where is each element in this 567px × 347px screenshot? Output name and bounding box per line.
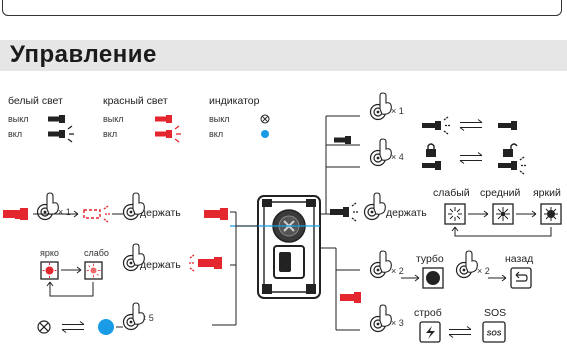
strong-label: яркий xyxy=(533,187,561,199)
section-title: Управление xyxy=(10,41,157,68)
right-swap4-arrows xyxy=(459,152,483,164)
previous-section-frame xyxy=(2,0,562,16)
turbo-click2-icon xyxy=(455,250,478,279)
right-white-on-icon xyxy=(422,116,450,135)
turbo-icon xyxy=(422,267,444,289)
strong-level-icon xyxy=(540,203,562,225)
right-white-off2-icon xyxy=(498,121,517,130)
turbo-label: турбо xyxy=(416,253,444,265)
bright-dim-loop-arrow xyxy=(49,282,94,297)
right-click1-icon xyxy=(369,92,392,121)
sos-label: SOS xyxy=(484,307,507,319)
right-white-off-icon xyxy=(334,136,351,144)
bright-label: ярко xyxy=(40,248,59,258)
left-hold-red-torch-icon xyxy=(204,208,228,220)
right-click2-icon xyxy=(369,250,392,279)
left-hold2-label: держать xyxy=(140,259,181,271)
left-hold2-icon xyxy=(122,243,145,272)
legend-white-on: вкл xyxy=(8,129,23,139)
left-click1-icon xyxy=(36,192,59,221)
left-hold-label: держать xyxy=(140,207,181,219)
legend-white-on-icon xyxy=(48,125,75,143)
medium-level-icon xyxy=(492,203,514,225)
right-click3-icon xyxy=(369,304,392,333)
right-swap1-arrows xyxy=(459,119,483,131)
level-loop-arrow xyxy=(454,227,552,237)
legend-white-header: белый свет xyxy=(8,95,63,107)
left-hold2-red-on-icon xyxy=(189,254,222,272)
unlock-icon xyxy=(503,143,518,157)
left-red-on-dashed-icon xyxy=(83,205,110,223)
right-click2-label: × 2 xyxy=(391,266,404,276)
legend-indicator-on: вкл xyxy=(209,129,224,139)
left-red-torch-large xyxy=(3,208,28,220)
dim-red-icon xyxy=(84,261,103,280)
medium-label: средний xyxy=(480,187,521,199)
legend-white-off: выкл xyxy=(8,114,29,124)
indicator-off-icon xyxy=(260,114,270,124)
right-click3-label: × 3 xyxy=(391,318,404,328)
right-hold-icon xyxy=(363,192,386,221)
right-click4-icon xyxy=(369,138,392,167)
weak-label: слабый xyxy=(433,187,470,199)
weak-level-icon xyxy=(444,203,466,225)
legend-red-off: выкл xyxy=(103,114,124,124)
right-white-unlocked-on-icon xyxy=(498,156,526,175)
left-click5-icon xyxy=(122,302,145,331)
flashlight-device-icon xyxy=(257,195,321,299)
indicator-off-large-icon xyxy=(37,320,51,334)
right-white-hold-on-icon xyxy=(330,202,358,222)
dim-label: слабо xyxy=(84,248,109,258)
legend-red-off-icon xyxy=(155,115,172,123)
legend-red-on: вкл xyxy=(103,129,118,139)
legend-indicator-header: индикатор xyxy=(209,95,260,107)
back-label: назад xyxy=(505,253,534,265)
right-white-locked-icon xyxy=(422,161,441,170)
lock-icon xyxy=(426,143,436,157)
left-click5-label: × 5 xyxy=(141,313,154,323)
left-branch-lines xyxy=(212,211,258,326)
indicator-swap-arrows xyxy=(61,321,85,333)
bright-red-icon xyxy=(40,261,59,280)
legend-red-on-icon xyxy=(155,125,182,143)
sos-icon: SOS xyxy=(482,321,506,343)
right-red-torch-icon xyxy=(340,292,361,303)
right-click4-label: × 4 xyxy=(391,152,404,162)
right-hold-label: держать xyxy=(386,207,427,219)
left-click1-label: × 1 xyxy=(58,207,71,217)
legend-white-off-icon xyxy=(48,115,65,123)
strobe-label: строб xyxy=(414,307,442,319)
turbo-click2-label: × 2 xyxy=(477,266,490,276)
section-header-bar xyxy=(0,40,567,71)
strobe-icon xyxy=(419,321,441,343)
legend-indicator-off: выкл xyxy=(209,114,230,124)
back-icon xyxy=(510,267,532,289)
legend-red-header: красный свет xyxy=(103,95,168,107)
right-click1-label: × 1 xyxy=(391,106,404,116)
indicator-on-icon xyxy=(261,130,269,138)
indicator-on-large-icon xyxy=(98,319,114,335)
svg-text:SOS: SOS xyxy=(487,331,502,338)
strobe-sos-swap-arrows xyxy=(448,326,472,338)
left-hold-icon xyxy=(122,192,145,221)
